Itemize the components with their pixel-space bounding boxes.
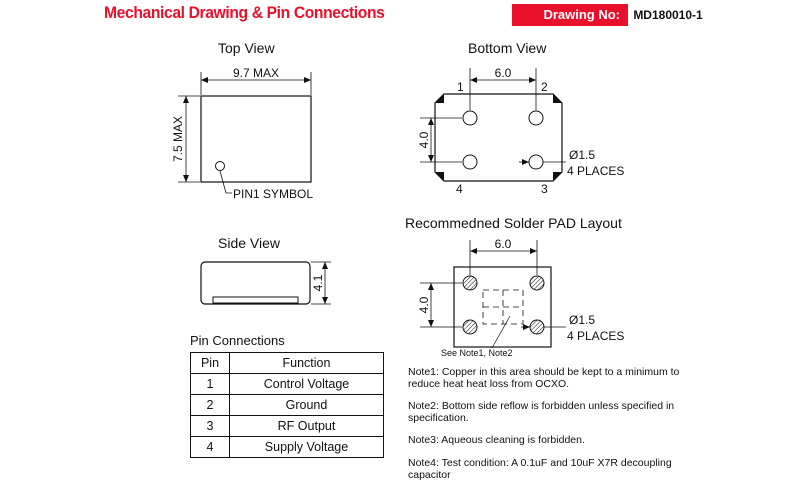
bottom-diameter-label: Ø1.5: [569, 148, 595, 162]
table-header-row: Pin Function: [190, 352, 384, 374]
bottom-pitch-v-label: 4.0: [417, 131, 431, 148]
bottom-pin-label-4: 4: [456, 182, 463, 196]
drawing-number: MD180010-1: [633, 8, 703, 22]
solder-pad-layout: 6.0 4.0 Ø1.5 4 PLACES See Note1, Note2: [417, 237, 624, 358]
pin-number: 4: [190, 436, 230, 458]
pin1-symbol-label: PIN1 SYMBOL: [233, 187, 313, 201]
side-view-title: Side View: [218, 235, 281, 251]
pin1-symbol-icon: [215, 161, 225, 171]
bottom-pin-label-3: 3: [541, 182, 548, 196]
top-view-height-label: 7.5 MAX: [171, 116, 185, 162]
bottom-pitch-h-label: 6.0: [495, 66, 512, 80]
bottom-pin-3: [528, 154, 544, 170]
bottom-view-body: [434, 93, 563, 182]
top-view-width-label: 9.7 MAX: [233, 66, 279, 80]
table-row: 2 Ground: [190, 394, 384, 416]
solder-pad-1: [462, 275, 478, 291]
pin-connections-title: Pin Connections: [190, 333, 285, 348]
solder-pad-outline: [453, 266, 552, 348]
pin-number: 2: [190, 394, 230, 416]
side-view-body: [200, 261, 311, 305]
page-title: Mechanical Drawing & Pin Connections: [104, 3, 385, 22]
table-header-function: Function: [229, 352, 384, 374]
table-row: 3 RF Output: [190, 415, 384, 437]
pin-function: RF Output: [229, 415, 384, 437]
pad-pitch-h-label: 6.0: [495, 237, 512, 251]
solder-pad-3: [529, 319, 545, 335]
solder-pad-2: [529, 275, 545, 291]
table-row: 4 Supply Voltage: [190, 436, 384, 458]
pad-places-label: 4 PLACES: [567, 329, 624, 343]
pin-function: Control Voltage: [229, 373, 384, 395]
note-4: Note4: Test condition: A 0.1uF and 10uF …: [408, 457, 672, 481]
table-header-pin: Pin: [190, 352, 230, 374]
bottom-view: 6.0 4.0 1 2 4 3 Ø1.5 4 PLACES: [417, 66, 624, 196]
drawing-number-label: Drawing No:: [512, 4, 628, 26]
table-row: 1 Control Voltage: [190, 373, 384, 395]
side-view-height-label: 4.1: [311, 274, 325, 291]
top-view-title: Top View: [218, 40, 275, 56]
bottom-pin-1: [462, 110, 478, 126]
mechanical-drawing: 9.7 MAX 7.5 MAX PIN1 SYMBOL 6.0 4.0: [171, 66, 624, 358]
solder-pad-title: Recommedned Solder PAD Layout: [405, 215, 622, 231]
pin-function: Supply Voltage: [229, 436, 384, 458]
pin-number: 3: [190, 415, 230, 437]
note-2: Note2: Bottom side reflow is forbidden u…: [408, 400, 675, 424]
solder-pad-4: [462, 319, 478, 335]
pad-diameter-label: Ø1.5: [569, 313, 595, 327]
pad-pitch-v-label: 4.0: [417, 296, 431, 313]
bottom-pin-2: [528, 110, 544, 126]
top-view-body: [200, 95, 312, 183]
note-3: Note3: Aqueous cleaning is forbidden.: [408, 434, 585, 446]
bottom-pin-label-1: 1: [457, 80, 464, 94]
top-view: 9.7 MAX 7.5 MAX PIN1 SYMBOL: [171, 66, 313, 201]
note-1: Note1: Copper in this area should be kep…: [408, 366, 680, 390]
side-view: 4.1: [200, 261, 331, 305]
bottom-pin-label-2: 2: [541, 80, 548, 94]
bottom-places-label: 4 PLACES: [567, 164, 624, 178]
pin-function: Ground: [229, 394, 384, 416]
pad-note-reference: See Note1, Note2: [441, 348, 513, 358]
pin-connections-table: Pin Function 1 Control Voltage 2 Ground …: [190, 352, 384, 458]
bottom-pin-4: [462, 154, 478, 170]
bottom-view-title: Bottom View: [468, 40, 547, 56]
pin-number: 1: [190, 373, 230, 395]
